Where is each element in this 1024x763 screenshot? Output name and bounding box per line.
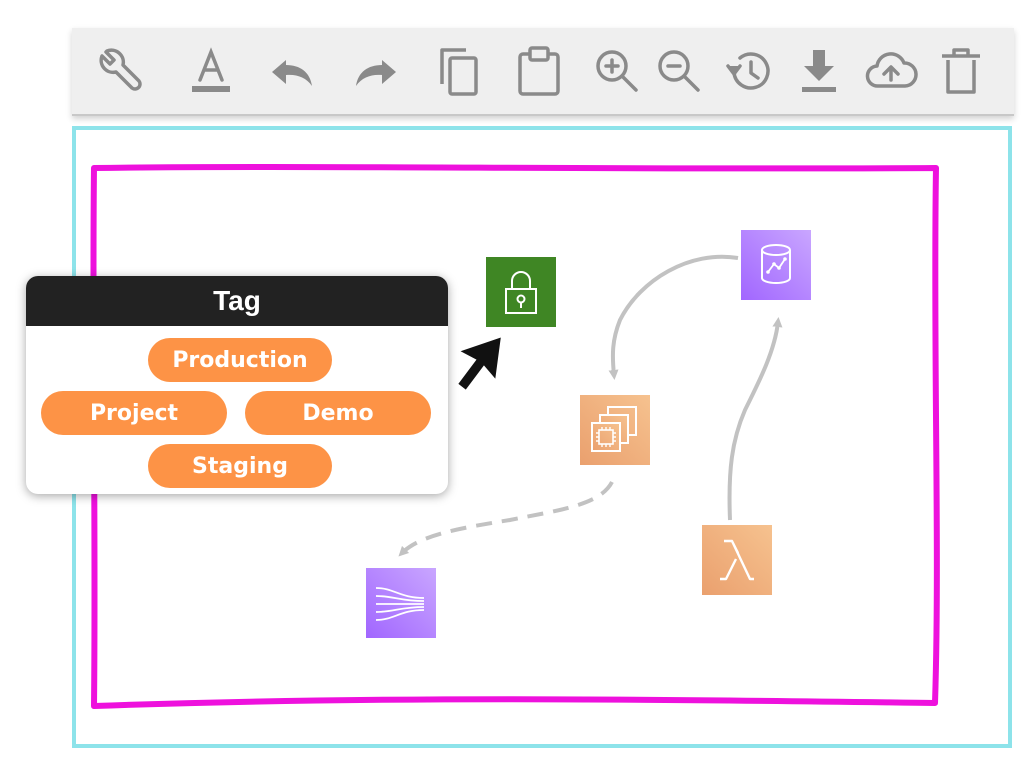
tag-popup-title: Tag — [26, 276, 448, 326]
cloud-upload-icon[interactable] — [862, 42, 920, 100]
tag-chip-production[interactable]: Production — [148, 338, 332, 382]
tag-chip-project[interactable]: Project — [41, 391, 227, 435]
pointer-arrow-icon — [455, 334, 504, 393]
database-icon[interactable] — [741, 230, 811, 300]
text-color-icon[interactable] — [182, 42, 240, 100]
stream-icon[interactable] — [366, 568, 436, 638]
toolbar — [72, 28, 1014, 116]
redo-icon[interactable] — [346, 42, 404, 100]
paste-icon[interactable] — [510, 42, 568, 100]
zoom-in-icon[interactable] — [588, 42, 646, 100]
zoom-out-icon[interactable] — [650, 42, 708, 100]
undo-icon[interactable] — [264, 42, 322, 100]
connector-lambda-to-database[interactable] — [727, 317, 783, 521]
tag-chip-staging[interactable]: Staging — [148, 444, 332, 488]
group-boundary[interactable] — [90, 164, 940, 709]
compute-icon[interactable] — [580, 395, 650, 465]
lambda-icon[interactable] — [702, 525, 772, 595]
copy-icon[interactable] — [430, 42, 488, 100]
history-icon[interactable] — [720, 42, 778, 100]
security-lock-icon[interactable] — [486, 257, 556, 327]
tag-popup: Tag Production Project Demo Staging — [26, 276, 448, 494]
connector-compute-to-stream[interactable] — [398, 480, 614, 557]
connector-database-to-compute[interactable] — [608, 254, 739, 380]
download-icon[interactable] — [790, 42, 848, 100]
tag-chip-demo[interactable]: Demo — [245, 391, 431, 435]
trash-icon[interactable] — [932, 42, 990, 100]
wrench-icon[interactable] — [92, 42, 150, 100]
